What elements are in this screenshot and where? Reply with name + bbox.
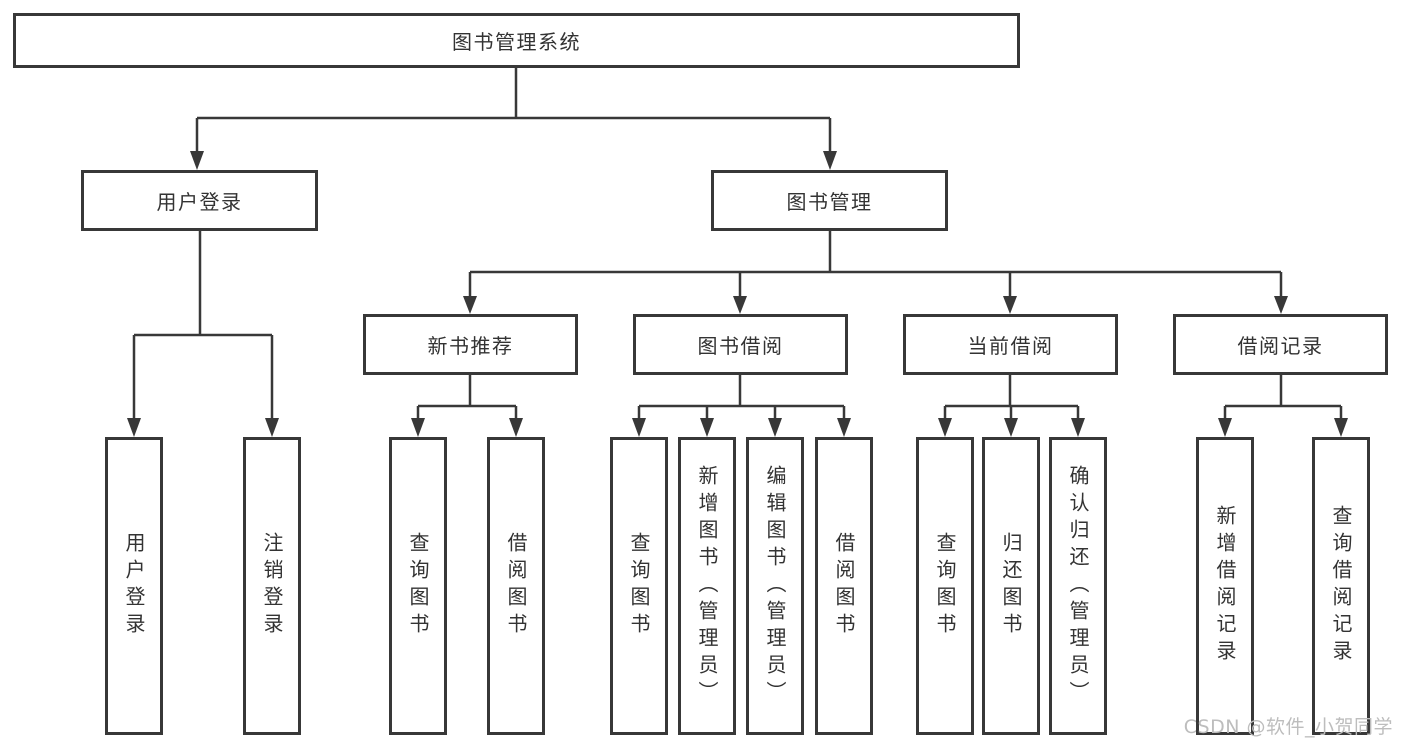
arrowhead xyxy=(700,418,714,437)
connector-user-login-split xyxy=(132,231,274,421)
node-new-book-recommendation: 新书推荐 xyxy=(363,314,578,375)
connector-borrow-split xyxy=(637,375,846,421)
arrowhead xyxy=(1004,418,1018,437)
node-book-borrowing: 图书借阅 xyxy=(633,314,848,375)
leaf-label: 查询图书 xyxy=(627,532,651,640)
node-book-management: 图书管理 xyxy=(711,170,948,231)
node-current-borrowing: 当前借阅 xyxy=(903,314,1118,375)
arrowhead xyxy=(190,151,204,170)
leaf-user-login: 用户登录 xyxy=(105,437,163,735)
node-label: 借阅记录 xyxy=(1237,334,1324,358)
node-borrowing-records: 借阅记录 xyxy=(1173,314,1388,375)
arrowhead xyxy=(938,418,952,437)
node-library-management-system: 图书管理系统 xyxy=(13,13,1020,68)
connector-newbook-split xyxy=(416,375,518,421)
leaf-label: 用户登录 xyxy=(122,532,146,640)
arrowhead xyxy=(632,418,646,437)
arrowhead xyxy=(265,418,279,437)
connector-current-split xyxy=(943,375,1080,421)
leaf-confirm-return-admin: 确认归还（管理员） xyxy=(1049,437,1107,735)
node-label: 当前借阅 xyxy=(967,334,1054,358)
leaf-label: 查询图书 xyxy=(406,532,430,640)
arrowhead xyxy=(509,418,523,437)
leaf-label: 归还图书 xyxy=(999,532,1023,640)
leaf-label: 查询借阅记录 xyxy=(1329,505,1353,667)
leaf-return-books: 归还图书 xyxy=(982,437,1040,735)
connector-book-mgmt-split xyxy=(468,231,1283,298)
leaf-label: 新增借阅记录 xyxy=(1213,505,1237,667)
node-label: 图书管理 xyxy=(786,190,873,214)
leaf-add-borrow-record: 新增借阅记录 xyxy=(1196,437,1254,735)
leaf-borrow-books-borrow: 借阅图书 xyxy=(815,437,873,735)
node-label: 图书管理系统 xyxy=(452,30,581,54)
arrowhead xyxy=(1071,418,1085,437)
leaf-query-books-newbook: 查询图书 xyxy=(389,437,447,735)
leaf-query-borrow-record: 查询借阅记录 xyxy=(1312,437,1370,735)
node-user-login: 用户登录 xyxy=(81,170,318,231)
connector-records-split xyxy=(1223,375,1343,421)
arrowhead xyxy=(837,418,851,437)
leaf-logout: 注销登录 xyxy=(243,437,301,735)
arrowhead xyxy=(733,296,747,314)
arrowhead xyxy=(463,296,477,314)
node-label: 图书借阅 xyxy=(697,334,784,358)
arrowhead xyxy=(823,151,837,170)
leaf-add-book-admin: 新增图书（管理员） xyxy=(678,437,736,735)
arrowhead xyxy=(127,418,141,437)
arrowhead xyxy=(1274,296,1288,314)
leaf-label: 确认归还（管理员） xyxy=(1066,464,1090,708)
arrowhead xyxy=(768,418,782,437)
arrowhead xyxy=(1334,418,1348,437)
node-label: 用户登录 xyxy=(156,190,243,214)
leaf-edit-book-admin: 编辑图书（管理员） xyxy=(746,437,804,735)
leaf-label: 借阅图书 xyxy=(832,532,856,640)
leaf-label: 查询图书 xyxy=(933,532,957,640)
arrowhead xyxy=(1003,296,1017,314)
leaf-label: 注销登录 xyxy=(260,532,284,640)
leaf-query-books-current: 查询图书 xyxy=(916,437,974,735)
leaf-label: 借阅图书 xyxy=(504,532,528,640)
leaf-label: 新增图书（管理员） xyxy=(695,464,719,708)
leaf-query-books-borrow: 查询图书 xyxy=(610,437,668,735)
arrowhead xyxy=(411,418,425,437)
csdn-watermark: CSDN @软件_小贺同学 xyxy=(1183,716,1393,738)
node-label: 新书推荐 xyxy=(427,334,514,358)
leaf-label: 编辑图书（管理员） xyxy=(763,464,787,708)
leaf-borrow-books-newbook: 借阅图书 xyxy=(487,437,545,735)
connector-root-split xyxy=(195,68,832,153)
arrowhead xyxy=(1218,418,1232,437)
